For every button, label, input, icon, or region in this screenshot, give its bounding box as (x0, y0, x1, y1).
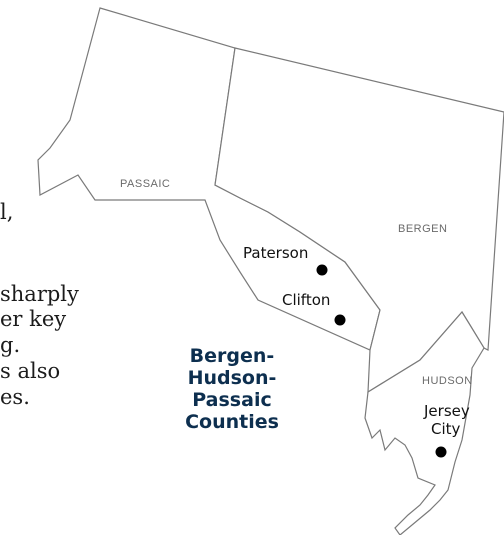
city-marker-clifton (334, 314, 346, 326)
county-label-bergen: BERGEN (398, 223, 447, 235)
hudson-county-shape (364, 310, 485, 535)
city-label-jersey-city-line2: City (431, 420, 461, 438)
region-title-line4: Counties (185, 411, 279, 433)
city-label-jersey-city-line1: Jersey (423, 402, 470, 420)
county-label-hudson: HUDSON (422, 375, 473, 387)
region-title-line3: Passaic (192, 389, 271, 411)
region-title-line2: Hudson- (188, 367, 277, 389)
county-label-passaic: PASSAIC (120, 178, 170, 190)
city-marker-paterson (316, 264, 328, 276)
region-title-line1: Bergen- (190, 345, 275, 367)
bergen-county-shape (214, 47, 504, 394)
city-label-paterson: Paterson (243, 244, 308, 262)
city-marker-jersey-city (435, 446, 447, 458)
city-label-clifton: Clifton (282, 291, 330, 309)
